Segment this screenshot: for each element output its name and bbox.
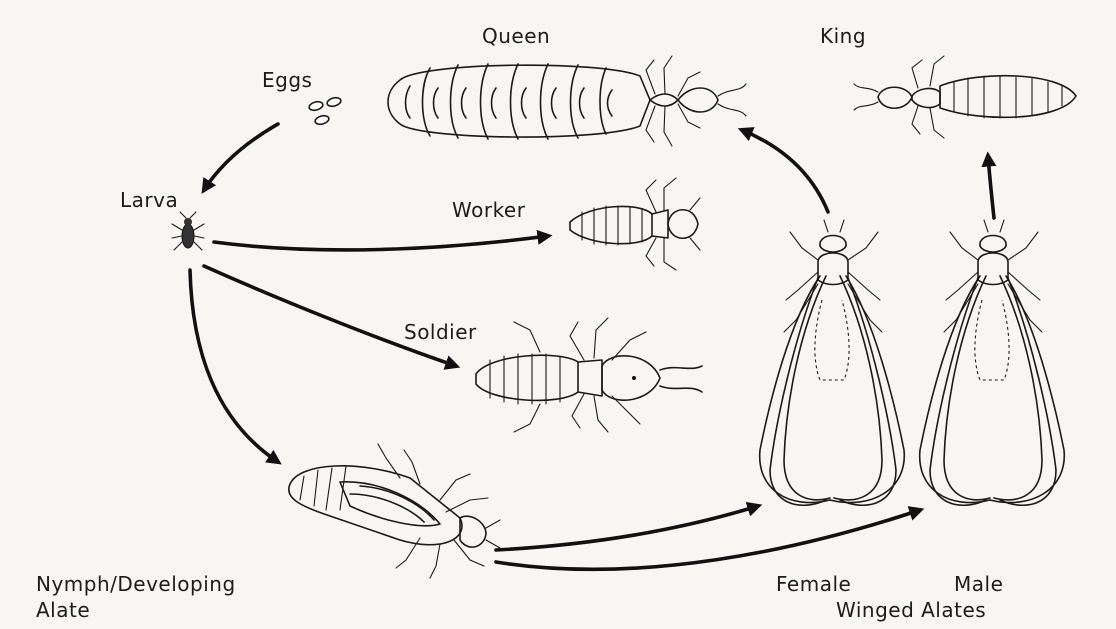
arrow-larva-to-soldier	[204, 266, 456, 366]
queen-label: Queen	[482, 24, 550, 48]
nymph-label-line2: Alate	[36, 598, 90, 622]
eggs-label: Eggs	[262, 68, 312, 92]
female-alate-illustration	[760, 220, 905, 505]
soldier-illustration	[476, 318, 702, 432]
winged-alates-label: Winged Alates	[836, 598, 986, 622]
arrow-male-alate-to-king	[988, 156, 994, 218]
eggs-illustration	[308, 96, 342, 125]
arrow-larva-to-nymph	[190, 270, 278, 462]
king-label: King	[820, 24, 866, 48]
arrow-larva-to-worker	[214, 236, 548, 250]
male-alate-illustration	[920, 220, 1065, 505]
king-illustration	[854, 56, 1076, 138]
queen-illustration	[388, 56, 746, 146]
nymph-illustration	[289, 444, 500, 578]
larva-illustration	[172, 212, 204, 250]
male-label: Male	[954, 572, 1003, 596]
arrow-female-alate-to-queen	[742, 130, 828, 212]
nymph-label-line1: Nymph/Developing	[36, 572, 236, 596]
worker-illustration	[570, 178, 700, 270]
worker-label: Worker	[452, 198, 525, 222]
larva-label: Larva	[120, 188, 178, 212]
soldier-label: Soldier	[404, 320, 477, 344]
female-label: Female	[776, 572, 851, 596]
arrow-nymph-to-female-alate	[496, 506, 758, 550]
arrow-eggs-to-larva	[204, 124, 278, 190]
